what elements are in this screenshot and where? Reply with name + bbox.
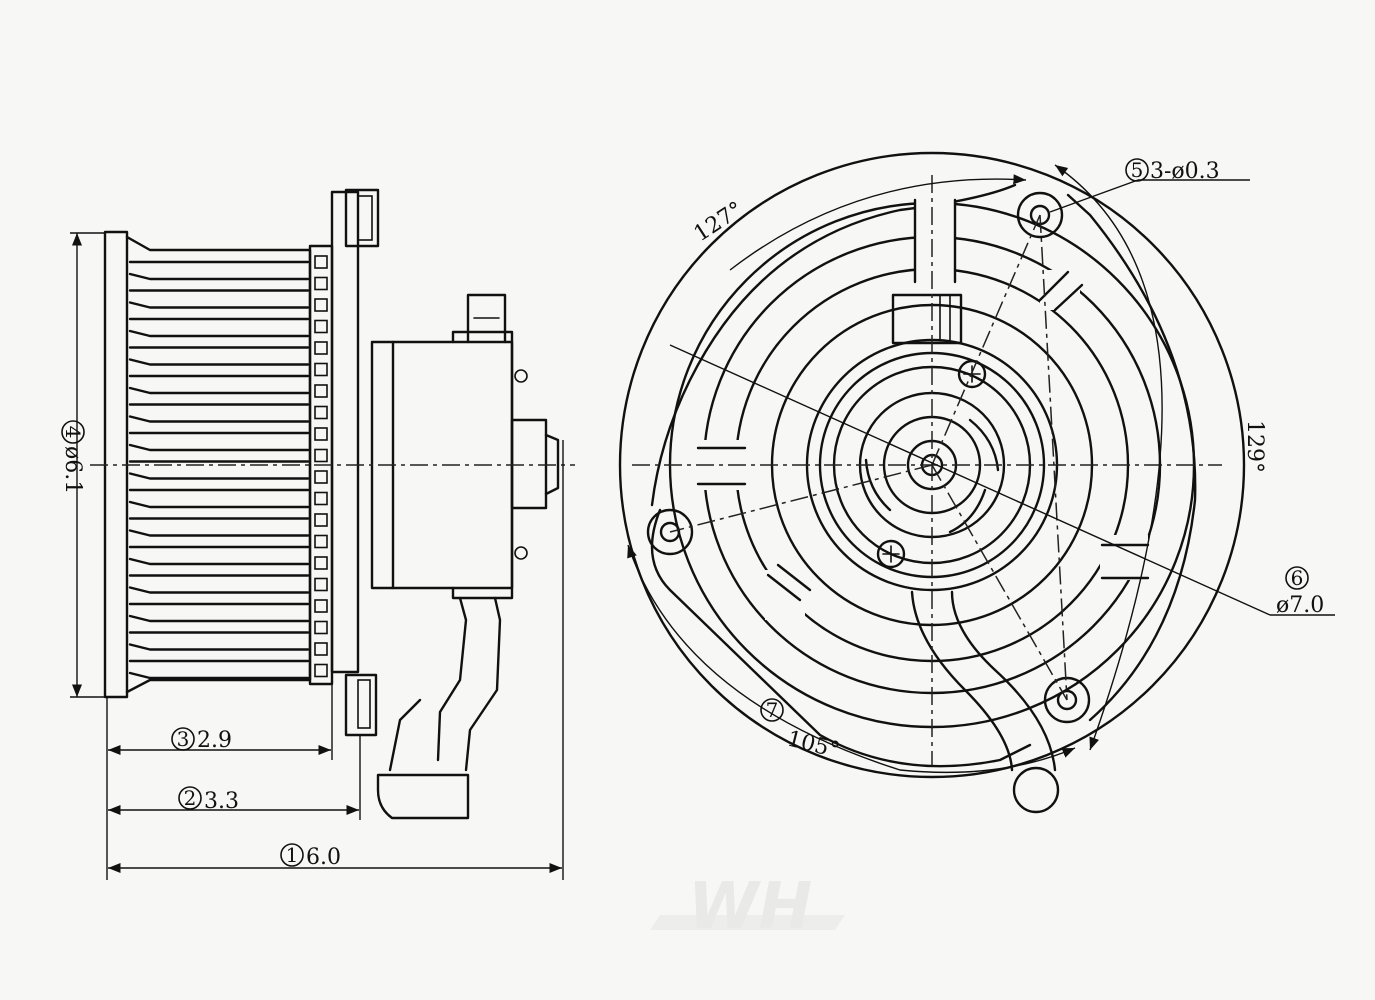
motor-screw-bottom [514, 546, 528, 560]
front-wire-end [1012, 766, 1060, 814]
strip-mark [314, 470, 328, 484]
dim-angle-bottom-label: 7 105° [760, 698, 842, 764]
strip-mark [314, 276, 328, 291]
angle-top-label: 127° [690, 197, 748, 247]
arc-105 [627, 544, 1076, 774]
wheel-fin [128, 260, 310, 281]
strip-mark [314, 513, 328, 527]
svg-text:2.9: 2.9 [197, 728, 232, 753]
ray-bottom-hole [931, 464, 1068, 701]
plate-tab-top-inner [357, 195, 373, 241]
front-connector-pins [939, 294, 951, 341]
rib-top [913, 198, 957, 284]
strip-mark [314, 491, 328, 506]
plate-tab-bottom-inner [357, 679, 371, 729]
strip-mark [314, 255, 328, 269]
housing-outer-circle [618, 151, 1246, 779]
arc-129 [1054, 164, 1163, 751]
svg-text:WH: WH [688, 870, 812, 944]
ray-top-hole [931, 214, 1041, 466]
wire-outer [464, 596, 502, 772]
strip-mark [314, 319, 328, 334]
connector-top [466, 293, 507, 344]
strip-mark [314, 405, 328, 420]
svg-text:4: 4 [61, 426, 85, 439]
wheel-fin [128, 659, 310, 680]
arc-127 [729, 174, 1027, 271]
wheel-fins [128, 260, 310, 680]
front-wire-left [910, 590, 1014, 772]
angle-right-label: 129° [1242, 420, 1267, 473]
front-connector [891, 293, 963, 345]
motor-shaft-housing [510, 418, 548, 510]
svg-text:3: 3 [177, 727, 190, 751]
chord-right [1039, 214, 1068, 701]
motor-screw-top [514, 369, 528, 383]
svg-text:6.0: 6.0 [306, 845, 341, 870]
side-view: 4 ø6.1 3 2.9 2 3.3 1 6.0 [60, 188, 575, 880]
svg-text:6: 6 [1291, 566, 1304, 590]
dim-wheel-diameter-label: 4 ø6.1 [60, 420, 85, 494]
dim-overall-length-label: 1 6.0 [280, 843, 341, 870]
motor-shaft [544, 433, 560, 496]
wire-inner [436, 596, 468, 762]
ray-left-hole [669, 464, 933, 533]
strip-mark [314, 427, 328, 441]
watermark-logo: WH [650, 870, 845, 944]
wheel-fin [128, 289, 310, 309]
wheel-fin [128, 602, 310, 623]
strip-mark [314, 448, 328, 463]
wheel-fin [128, 317, 310, 338]
strip-mark [314, 556, 328, 570]
svg-text:2: 2 [184, 786, 197, 810]
wire-guide [388, 698, 422, 772]
dim-mount-depth-label: 2 3.3 [178, 786, 239, 814]
rib-left [696, 446, 747, 486]
svg-text:1: 1 [286, 843, 299, 867]
plate-tab-top [344, 188, 380, 248]
mounting-plate [330, 190, 360, 674]
strip-mark [314, 599, 328, 613]
strip-marks [314, 255, 328, 678]
flange-right [1066, 193, 1197, 722]
leader-bolt-circle [669, 344, 1271, 616]
wheel-fin [128, 431, 310, 452]
hub-slot-3 [948, 488, 987, 534]
dim-holes-label: 5 3-ø0.3 [1125, 158, 1220, 184]
wheel-fin [128, 403, 310, 423]
svg-text:7: 7 [766, 698, 779, 722]
wheel-fin [128, 374, 310, 395]
leader-holes [1049, 179, 1139, 213]
motor-screw-lower [876, 539, 906, 569]
strip-mark [314, 642, 328, 656]
wheel-fin [128, 545, 310, 566]
strip-mark [314, 577, 328, 592]
svg-text:5: 5 [1131, 158, 1144, 182]
bottom-connector [376, 773, 470, 820]
wheel-fin [128, 631, 310, 651]
rib-gap-top [915, 200, 955, 280]
wheel-fin [128, 346, 310, 366]
wheel-fin [128, 460, 310, 480]
strip-mark [314, 298, 328, 312]
dim-wheel-width-label: 3 2.9 [171, 727, 232, 753]
svg-text:105°: 105° [785, 727, 842, 764]
wheel-fin [128, 517, 310, 537]
svg-text:ø6.1: ø6.1 [60, 446, 85, 494]
plate-tab-bottom [344, 673, 378, 737]
strip-mark [314, 663, 328, 678]
front-view: 127° 129° 5 3-ø0.3 6 ø7.0 7 105° [618, 151, 1335, 814]
wheel-fin [128, 488, 310, 509]
wheel-fin [128, 574, 310, 594]
strip-mark [314, 534, 328, 549]
svg-text:3.3: 3.3 [204, 789, 239, 814]
strip-mark [314, 620, 328, 635]
strip-mark [314, 384, 328, 398]
strip-mark [314, 341, 328, 355]
dim-bolt-circle-label: 6 ø7.0 [1276, 566, 1324, 618]
svg-text:ø7.0: ø7.0 [1276, 593, 1324, 618]
strip-mark [314, 362, 328, 377]
svg-text:3-ø0.3: 3-ø0.3 [1150, 159, 1220, 184]
